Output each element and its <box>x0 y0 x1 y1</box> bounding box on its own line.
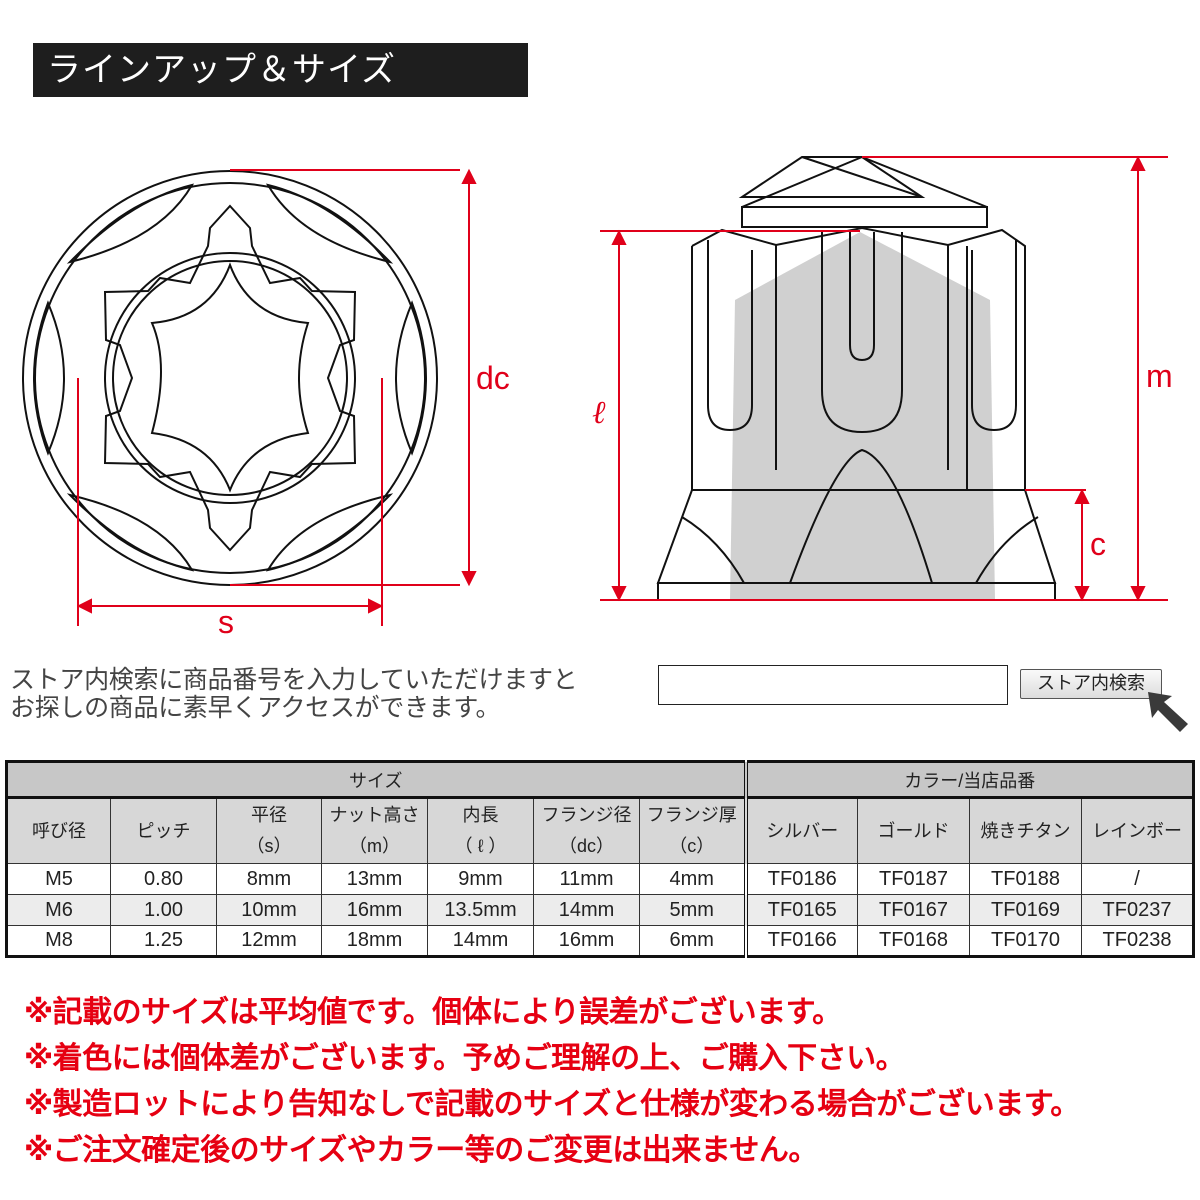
col-header-pitch: ピッチ <box>110 797 217 864</box>
cell-width-s: 8mm <box>216 863 322 895</box>
cell-height-m: 13mm <box>321 863 428 895</box>
side-view-diagram: ℓ m c <box>580 140 1200 620</box>
cell-rainbow: / <box>1081 863 1194 895</box>
cell-burnt-titanium: TF0188 <box>969 863 1082 895</box>
cell-pitch: 1.00 <box>110 894 217 926</box>
nut-side-view-drawing <box>600 155 1168 602</box>
col-header-width-s: 平径（s） <box>216 797 322 864</box>
col-header-nominal: 呼び径 <box>6 797 111 864</box>
dim-label-m: m <box>1146 358 1173 394</box>
note-item: ※記載のサイズは平均値です。個体により誤差がございます。 <box>24 995 842 1030</box>
col-header-flange-dia: フランジ径（dc） <box>533 797 640 864</box>
table-row: M8 1.25 12mm 18mm 14mm 16mm 6mm TF0166 T… <box>6 925 1194 957</box>
col-header-silver: シルバー <box>743 797 858 864</box>
cell-rainbow: TF0237 <box>1081 894 1194 926</box>
search-instructions-line2: お探しの商品に素早くアクセスができます。 <box>10 693 501 722</box>
cell-flange-thick: 5mm <box>639 894 746 926</box>
cell-flange-dia: 16mm <box>533 925 640 957</box>
cell-rainbow: TF0238 <box>1081 925 1194 957</box>
col-header-flange-thick: フランジ厚（c） <box>639 797 746 864</box>
disclaimer-notes: ※記載のサイズは平均値です。個体により誤差がございます。 ※着色には個体差がござ… <box>24 990 1194 1174</box>
dim-label-dc: dc <box>476 360 510 396</box>
col-header-burnt-titanium: 焼きチタン <box>969 797 1082 864</box>
nut-top-view-drawing <box>22 168 477 626</box>
dim-label-c: c <box>1090 526 1106 562</box>
pointer-arrow-icon <box>1148 692 1188 732</box>
col-header-inner-length: 内長（ ℓ ） <box>427 797 534 864</box>
dim-label-s: s <box>218 604 234 640</box>
group-header-size: サイズ <box>6 761 746 799</box>
cell-gold: TF0168 <box>857 925 970 957</box>
cell-pitch: 1.25 <box>110 925 217 957</box>
cell-height-m: 16mm <box>321 894 428 926</box>
spec-table: サイズ カラー/当店品番 呼び径 ピッチ 平径（s） ナット高さ（m） 内長（ … <box>5 760 1195 958</box>
cell-height-m: 18mm <box>321 925 428 957</box>
cell-inner-length: 14mm <box>427 925 534 957</box>
search-instructions: ストア内検索に商品番号を入力していただけますと お探しの商品に素早くアクセスがで… <box>10 666 660 722</box>
cell-nominal: M6 <box>6 894 111 926</box>
col-header-height-m: ナット高さ（m） <box>321 797 428 864</box>
cell-silver: TF0165 <box>743 894 858 926</box>
cell-nominal: M8 <box>6 925 111 957</box>
cell-burnt-titanium: TF0169 <box>969 894 1082 926</box>
cell-pitch: 0.80 <box>110 863 217 895</box>
table-row: M6 1.00 10mm 16mm 13.5mm 14mm 5mm TF0165… <box>6 894 1194 926</box>
group-header-color: カラー/当店品番 <box>743 761 1194 799</box>
store-search-button[interactable]: ストア内検索 <box>1020 669 1162 699</box>
cell-burnt-titanium: TF0170 <box>969 925 1082 957</box>
cell-inner-length: 9mm <box>427 863 534 895</box>
cell-gold: TF0187 <box>857 863 970 895</box>
cell-nominal: M5 <box>6 863 111 895</box>
col-header-gold: ゴールド <box>857 797 970 864</box>
cell-width-s: 12mm <box>216 925 322 957</box>
cell-gold: TF0167 <box>857 894 970 926</box>
cell-width-s: 10mm <box>216 894 322 926</box>
cell-inner-length: 13.5mm <box>427 894 534 926</box>
search-instructions-line1: ストア内検索に商品番号を入力していただけますと <box>10 665 578 694</box>
note-item: ※着色には個体差がございます。予めご理解の上、ご購入下さい。 <box>24 1041 906 1076</box>
cell-flange-dia: 14mm <box>533 894 640 926</box>
note-item: ※ご注文確定後のサイズやカラー等のご変更は出来ません。 <box>24 1133 818 1168</box>
cell-flange-thick: 4mm <box>639 863 746 895</box>
table-row: M5 0.80 8mm 13mm 9mm 11mm 4mm TF0186 TF0… <box>6 863 1194 895</box>
store-search-input[interactable] <box>658 665 1008 705</box>
cell-flange-dia: 11mm <box>533 863 640 895</box>
section-title: ラインアップ＆サイズ <box>33 43 528 97</box>
dim-label-l: ℓ <box>592 393 606 431</box>
top-view-diagram: dc s <box>0 130 560 650</box>
cell-flange-thick: 6mm <box>639 925 746 957</box>
note-item: ※製造ロットにより告知なしで記載のサイズと仕様が変わる場合がございます。 <box>24 1087 1080 1122</box>
cell-silver: TF0166 <box>743 925 858 957</box>
cell-silver: TF0186 <box>743 863 858 895</box>
col-header-rainbow: レインボー <box>1081 797 1194 864</box>
